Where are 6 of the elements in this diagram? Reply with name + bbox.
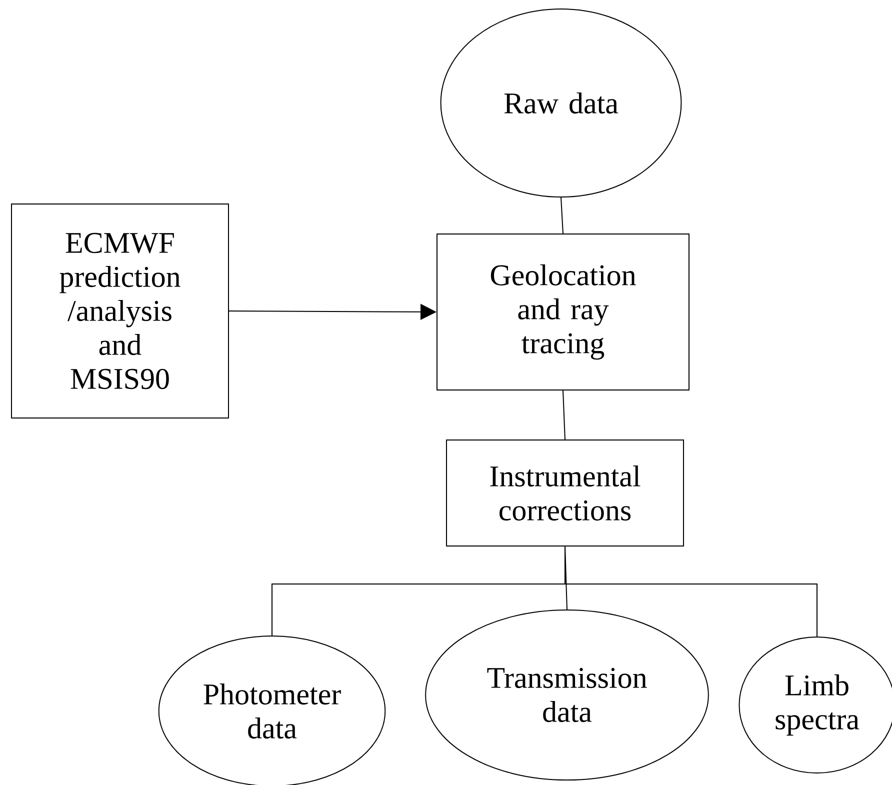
process-box: Instrumental corrections [446,440,684,546]
connector-line [562,390,566,440]
connector-line [564,546,818,637]
process-box: Geolocation and ray tracing [436,234,690,390]
process-box: ECMWF prediction /analysis and MSIS90 [11,204,229,418]
connector-line [560,197,564,234]
